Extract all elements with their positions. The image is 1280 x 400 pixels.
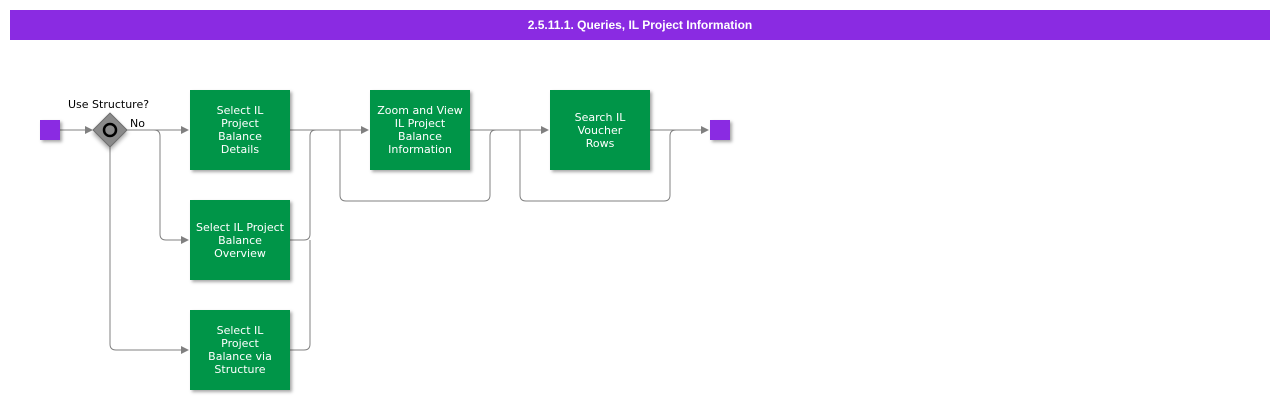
activity-select-details[interactable]: Select IL Project Balance Details — [190, 90, 290, 170]
connector-zoom-bypass — [339, 129, 497, 202]
end-event — [710, 120, 730, 140]
connector-overview-merge — [290, 129, 317, 241]
diagram-title: 2.5.11.1. Queries, IL Project Informatio… — [10, 10, 1270, 40]
branch-label-no: No — [130, 117, 145, 130]
activity-select-structure[interactable]: Select IL Project Balance via Structure — [190, 310, 290, 390]
exclusive-gateway — [92, 112, 128, 148]
connector-search-bypass — [519, 129, 677, 202]
gateway-label: Use Structure? — [68, 98, 150, 111]
activity-zoom-view[interactable]: Zoom and View IL Project Balance Informa… — [370, 90, 470, 170]
activity-select-overview[interactable]: Select IL Project Balance Overview — [190, 200, 290, 280]
activity-search-voucher[interactable]: Search IL Voucher Rows — [550, 90, 650, 170]
circle-icon — [102, 122, 118, 138]
connector-structure-merge — [290, 240, 311, 351]
connector-gateway-structure — [109, 146, 189, 354]
start-event — [40, 120, 60, 140]
connector-gateway-overview — [153, 129, 189, 244]
